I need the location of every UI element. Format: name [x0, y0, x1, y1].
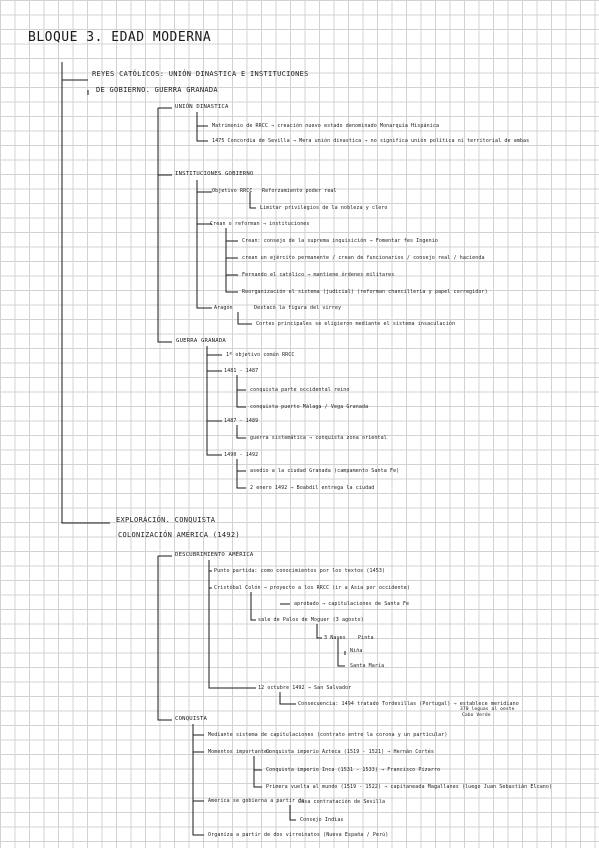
guerra-p1-b: conquista puerto Málaga / Vega Granada [250, 404, 369, 410]
descubrimiento-label: DESCUBRIMIENTO AMÉRICA [175, 552, 254, 558]
consecuencia-note-1: 370 leguas al oeste [460, 707, 515, 712]
union-item-1: Matrimonio de RRCC → creación nuevo esta… [212, 123, 440, 129]
conquista-mediante: Mediante sistema de capitulaciones (cont… [208, 732, 448, 738]
conquista-organiza: Organiza a partir de dos virreinatos (Nu… [208, 832, 389, 838]
instituciones-objetivo: Objetivo RRCC [212, 188, 253, 194]
conquista-g2: Consejo Indias [300, 817, 344, 823]
crean-item-2: crean un ejército permanente / crean de … [242, 255, 485, 261]
conquista-m1: Conquista imperio Azteca (1519 - 1521) →… [266, 749, 434, 755]
instituciones-aragon: Aragón [214, 305, 233, 311]
crean-item-3: Fernando el católico → mantiene órdenes … [242, 272, 395, 278]
guerra-objetivo: 1º objetivo común RRCC [226, 352, 295, 358]
guerra-label: GUERRA GRANADA [176, 338, 226, 344]
instituciones-objetivo-b: Limitar privilegios de la nobleza y cler… [260, 205, 388, 211]
union-item-2: 1475 Concordia de Sevilla → Mera unión d… [212, 138, 530, 144]
guerra-p1-a: conquista parte occidental reino [250, 387, 350, 393]
section1-heading-line1: REYES CATÓLICOS: UNIÓN DINASTICA E INSTI… [92, 70, 309, 78]
conquista-label: CONQUISTA [175, 716, 208, 722]
aragon-a: Destacó la figura del virrey [254, 305, 342, 311]
nave-nina: Niña [350, 648, 363, 654]
conquista-gobierno: América se gobierna a partir de [208, 798, 305, 804]
conquista-m2: Conquista imperio Inca (1531 - 1533) → F… [266, 767, 441, 773]
guerra-p1: 1481 - 1487 [224, 368, 259, 374]
descubrimiento-sale: sale de Palos de Moguer (3 agosto) [258, 617, 364, 623]
instituciones-label: INSTITUCIONES GOBIERNO [175, 171, 254, 177]
consecuencia-note-2: Cabo Verde [462, 713, 491, 718]
crean-item-1: Crean: consejo de la suprema inquisición… [242, 238, 438, 244]
nave-pinta: Pinta [358, 635, 374, 641]
page-title: BLOQUE 3. EDAD MODERNA [28, 30, 212, 45]
conquista-momentos: Momentos importantes [208, 749, 271, 755]
conquista-m3: Primera vuelta al mundo (1519 - 1522) → … [266, 784, 553, 790]
guerra-p3: 1490 - 1492 [224, 452, 259, 458]
nave-santa-maria: Santa María [350, 663, 385, 669]
aragon-b: Cortes principales se eligieron mediante… [256, 321, 456, 327]
descubrimiento-colon: Cristóbal Colón → proyecto a los RRCC (i… [214, 585, 410, 591]
descubrimiento-aprobado: aprobado → capitulaciones de Santa Fe [294, 601, 410, 607]
crean-item-4: Reorganización el sistema (judicial) (re… [242, 289, 488, 295]
descubrimiento-punto: Punto partida: como conocimientos por lo… [214, 568, 386, 574]
guerra-p3-a: asedio a la ciudad Granada (campamento S… [250, 468, 400, 474]
section1-heading-line2: DE GOBIERNO. GUERRA GRANADA [96, 86, 218, 94]
section2-heading-line1: EXPLORACIÓN. CONQUISTA [116, 516, 216, 524]
descubrimiento-consecuencia: Consecuencia: 1494 tratado Tordesillas (… [298, 701, 519, 707]
guerra-p2: 1487 - 1489 [224, 418, 259, 424]
guerra-p2-a: guerra sistemática → conquista zona orie… [250, 435, 387, 441]
instituciones-objetivo-a: Reforzamiento poder real [262, 188, 337, 194]
descubrimiento-llega: 12 octubre 1492 → San Salvador [258, 685, 352, 691]
guerra-p3-b: 2 enero 1492 → Boabdil entrega la ciudad [250, 485, 375, 491]
conquista-g1: Casa contratación de Sevilla [298, 799, 386, 805]
instituciones-crean: Crean o reforman → instituciones [210, 221, 310, 227]
section2-heading-line2: COLONIZACIÓN AMÉRICA (1492) [118, 531, 240, 539]
union-label: UNIÓN DINASTICA [175, 104, 229, 110]
descubrimiento-naves: 3 Naves [324, 635, 346, 641]
